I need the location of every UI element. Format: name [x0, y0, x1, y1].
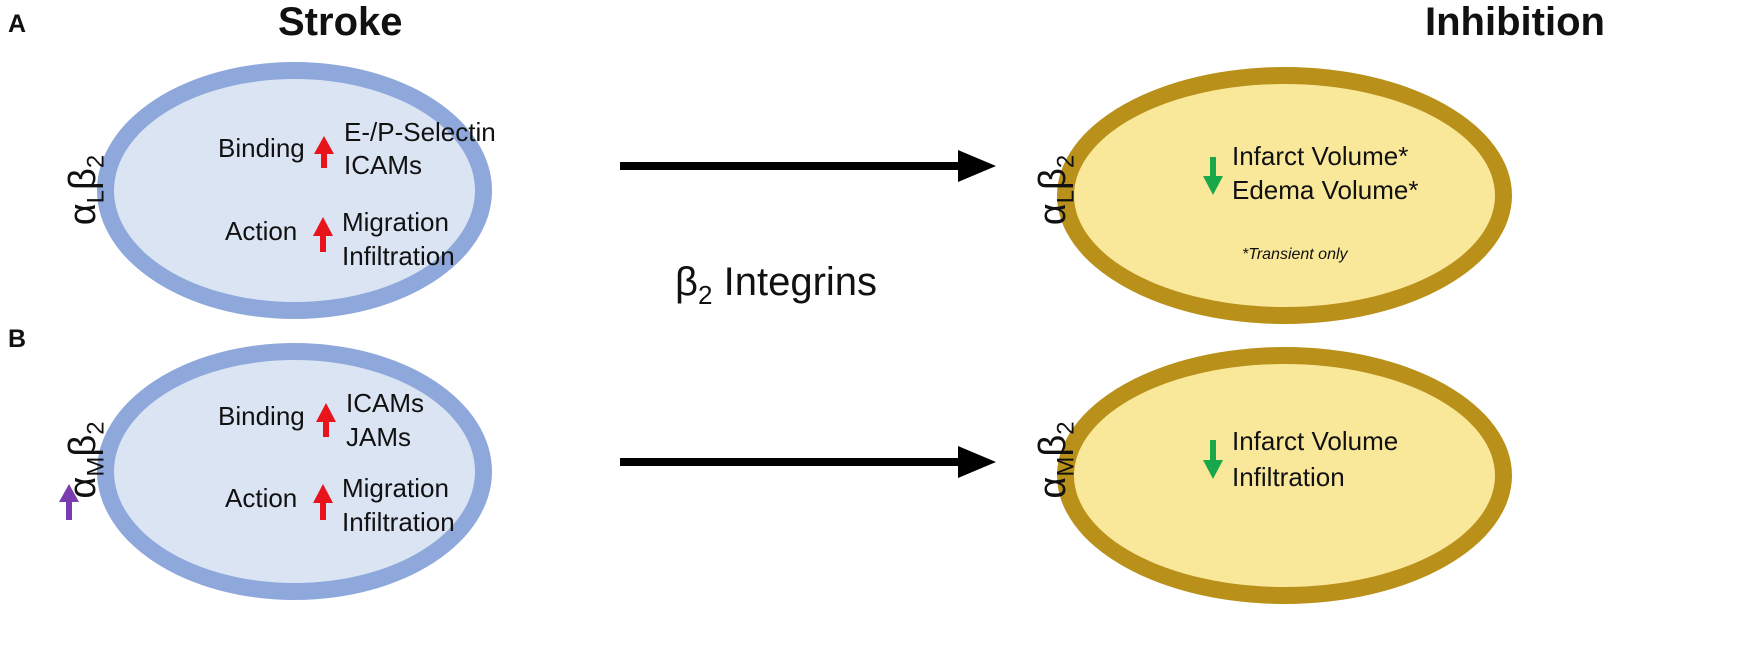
action-target-a-2: Infiltration — [342, 241, 455, 271]
binding-target-a-1: E-/P-Selectin — [344, 117, 496, 147]
panel-label-b: B — [8, 325, 27, 353]
red-up-arrow-icon — [314, 136, 334, 168]
transient-only-note: *Transient only — [1242, 246, 1348, 263]
right-arrow-icon — [620, 446, 996, 478]
action-target-b-1: Migration — [342, 473, 449, 503]
action-label-a: Action — [225, 216, 298, 246]
binding-target-a-2: ICAMs — [344, 150, 422, 180]
beta-2-integrins-label: β2 Integrins — [675, 260, 878, 310]
binding-label-b: Binding — [218, 401, 305, 431]
green-down-arrow-icon — [1203, 440, 1223, 479]
action-target-b-2: Infiltration — [342, 507, 455, 537]
action-label-b: Action — [225, 483, 298, 513]
binding-target-b-1: ICAMs — [346, 388, 424, 418]
inhibition-title: Inhibition — [1425, 0, 1605, 44]
red-up-arrow-icon — [313, 484, 333, 520]
binding-label-a: Binding — [218, 133, 305, 163]
inhibition-effect-b-2: Infiltration — [1232, 462, 1345, 492]
red-up-arrow-icon — [316, 403, 336, 437]
green-down-arrow-icon — [1203, 157, 1223, 195]
stroke-title: Stroke — [278, 0, 403, 44]
purple-up-arrow-icon — [59, 484, 79, 520]
inhibition-effect-b-1: Infarct Volume — [1232, 426, 1399, 456]
right-arrow-icon — [620, 150, 996, 182]
panel-label-a: A — [8, 10, 27, 38]
inhibition-effect-a-1: Infarct Volume* — [1232, 141, 1409, 171]
action-target-a-1: Migration — [342, 207, 449, 237]
red-up-arrow-icon — [313, 217, 333, 252]
binding-target-b-2: JAMs — [346, 422, 411, 452]
inhibition-effect-a-2: Edema Volume* — [1232, 175, 1419, 205]
